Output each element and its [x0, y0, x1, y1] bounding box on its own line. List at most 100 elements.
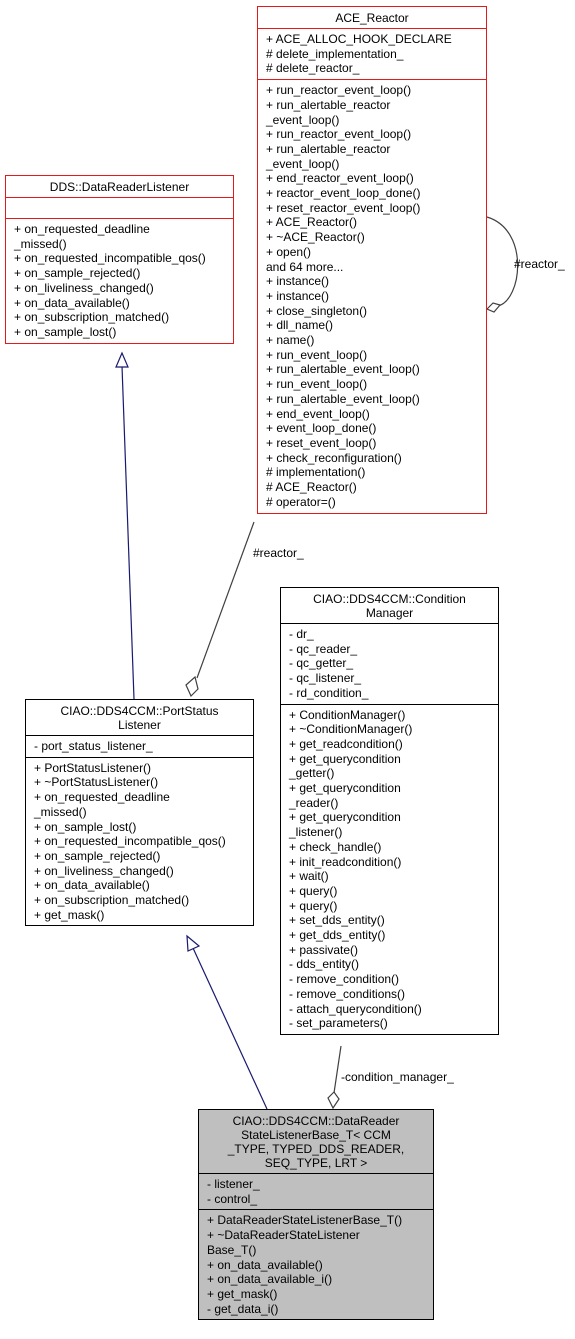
- member: + query(): [289, 898, 338, 913]
- member: + end_reactor_event_loop(): [266, 171, 414, 186]
- member: - listener_: [207, 1177, 260, 1191]
- title-line: CIAO::DDS4CCM::PortStatus: [60, 704, 219, 718]
- member: + get_dds_entity(): [289, 928, 386, 943]
- member: - qc_reader_: [289, 641, 358, 656]
- member: - port_status_listener_: [34, 739, 153, 753]
- inheritance-line-base-to-port: [192, 947, 268, 1110]
- title-line: CIAO::DDS4CCM::DataReader: [232, 1114, 400, 1128]
- member: + ConditionManager(): [289, 707, 406, 722]
- member: _missed(): [14, 236, 67, 251]
- method-list: + on_requested_deadline_missed()+ on_req…: [6, 218, 233, 343]
- title-line: Listener: [118, 718, 161, 732]
- edge-label-reactor-port: #reactor_: [253, 546, 304, 560]
- member: + run_reactor_event_loop(): [266, 127, 412, 142]
- member: + dll_name(): [266, 318, 334, 333]
- member: + PortStatusListener(): [34, 760, 152, 775]
- title-line: _TYPE, TYPED_DDS_READER,: [227, 1142, 405, 1156]
- member: + on_liveliness_changed(): [34, 863, 174, 878]
- member: + reactor_event_loop_done(): [266, 186, 421, 201]
- member: + on_data_available(): [34, 878, 150, 893]
- member: + reset_event_loop(): [266, 435, 377, 450]
- self-association-reactor: [486, 216, 519, 307]
- member: + instance(): [266, 274, 330, 289]
- attribute-list: + ACE_ALLOC_HOOK_DECLARE# delete_impleme…: [258, 28, 486, 79]
- member: + check_handle(): [289, 839, 382, 854]
- member: + passivate(): [289, 942, 359, 957]
- member: - get_data_i(): [207, 1301, 279, 1316]
- member: + on_sample_rejected(): [14, 266, 141, 281]
- member: + get_mask(): [207, 1286, 278, 1301]
- member: - control_: [207, 1191, 258, 1206]
- member: + name(): [266, 333, 315, 348]
- class-title: DDS::DataReaderListener: [49, 180, 190, 194]
- member: + ACE_ALLOC_HOOK_DECLARE: [266, 32, 452, 46]
- member: _reader(): [289, 795, 339, 810]
- class-data-reader-listener[interactable]: DDS::DataReaderListener + on_requested_d…: [5, 175, 234, 344]
- member: + get_mask(): [34, 907, 105, 922]
- member: + on_sample_lost(): [14, 324, 117, 339]
- member: + ~DataReaderStateListener: [207, 1228, 360, 1243]
- inheritance-arrowhead: [115, 351, 129, 368]
- member: - qc_listener_: [289, 671, 362, 686]
- member: _getter(): [289, 766, 335, 781]
- member: + run_alertable_event_loop(): [266, 391, 420, 406]
- composition-line-condition-manager: [333, 1045, 342, 1094]
- member: + check_reconfiguration(): [266, 450, 402, 465]
- member: + on_liveliness_changed(): [14, 280, 154, 295]
- method-list: + PortStatusListener()+ ~PortStatusListe…: [26, 756, 253, 926]
- class-ace-reactor[interactable]: ACE_Reactor + ACE_ALLOC_HOOK_DECLARE# de…: [257, 6, 487, 514]
- member: + get_readcondition(): [289, 736, 403, 751]
- method-list: + run_reactor_event_loop() + run_alertabl…: [258, 79, 486, 512]
- member: + wait(): [289, 869, 329, 884]
- member: + reset_reactor_event_loop(): [266, 200, 421, 215]
- member: _missed(): [34, 804, 87, 819]
- member: _event_loop(): [266, 156, 340, 171]
- member: - qc_getter_: [289, 656, 354, 671]
- member: + end_event_loop(): [266, 406, 370, 421]
- inheritance-line-port-to-listener: [121, 365, 135, 700]
- member: + instance(): [266, 288, 330, 303]
- member: + get_querycondition: [289, 810, 401, 825]
- member: + ~PortStatusListener(): [34, 775, 159, 790]
- member: + on_data_available_i(): [207, 1272, 333, 1287]
- composition-diamond: [485, 302, 502, 313]
- composition-diamond: [185, 675, 199, 698]
- member: + run_event_loop(): [266, 347, 368, 362]
- member: + ACE_Reactor(): [266, 215, 358, 230]
- member: + run_alertable_event_loop(): [266, 362, 420, 377]
- member: # delete_implementation_: [266, 46, 404, 61]
- class-title: ACE_Reactor: [335, 11, 409, 25]
- member: + close_singleton(): [266, 303, 368, 318]
- member: + open(): [266, 244, 312, 259]
- composition-line-reactor-port: [196, 521, 255, 679]
- member: + ~ACE_Reactor(): [266, 230, 365, 245]
- member: # delete_reactor_: [266, 61, 360, 76]
- attribute-list: - port_status_listener_: [26, 735, 253, 757]
- composition-diamond: [327, 1091, 340, 1110]
- member: - dds_entity(): [289, 957, 360, 972]
- member: # operator=(): [266, 494, 336, 509]
- member: + get_querycondition: [289, 751, 401, 766]
- attribute-list: [6, 197, 233, 218]
- member: # implementation(): [266, 465, 366, 480]
- member: - dr_: [289, 627, 314, 641]
- attribute-list: - listener_- control_: [199, 1173, 433, 1209]
- method-list: + DataReaderStateListenerBase_T()+ ~Data…: [199, 1209, 433, 1319]
- member: + set_dds_entity(): [289, 913, 385, 928]
- member: + on_requested_incompatible_qos(): [34, 834, 226, 849]
- member: + DataReaderStateListenerBase_T(): [207, 1213, 403, 1228]
- member: # ACE_Reactor(): [266, 480, 357, 495]
- member: + ~ConditionManager(): [289, 722, 413, 737]
- member: + event_loop_done(): [266, 421, 377, 436]
- member: - set_parameters(): [289, 1016, 388, 1031]
- member: + on_subscription_matched(): [34, 893, 190, 908]
- member: + on_requested_incompatible_qos(): [14, 251, 206, 266]
- member: _listener(): [289, 825, 343, 840]
